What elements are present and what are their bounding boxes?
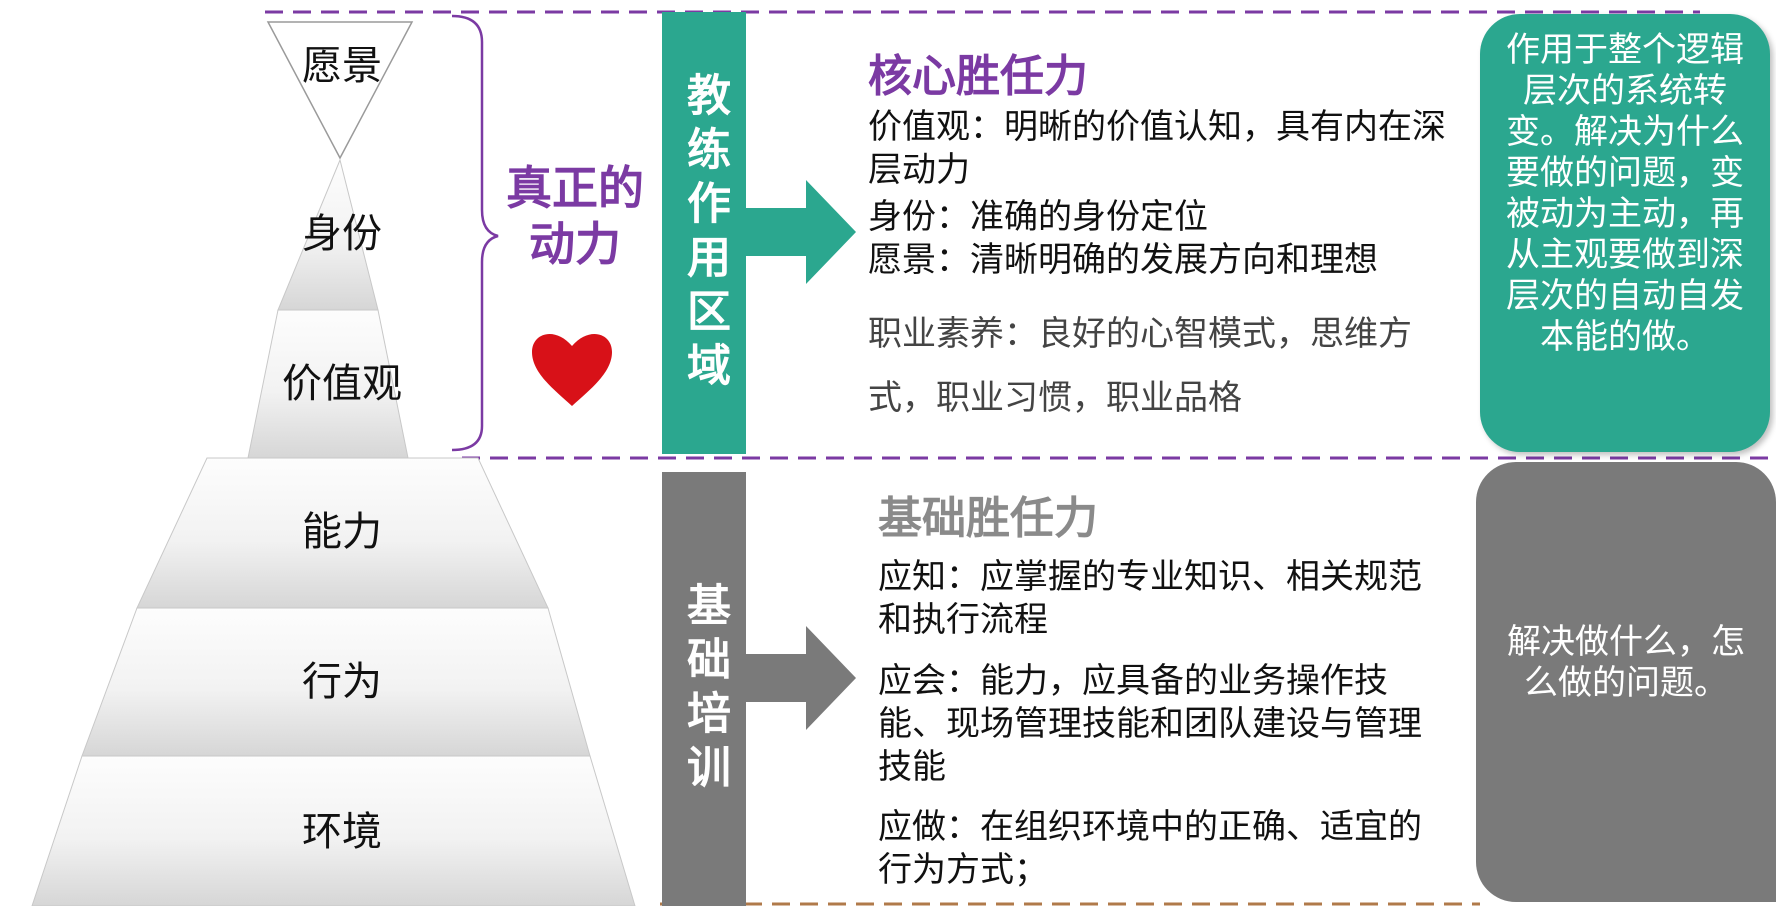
pyramid-label-values: 价值观: [282, 361, 402, 407]
core-professionalism-line: 职业素养：良好的心智模式，思维方式，职业习惯，职业品格: [868, 314, 1412, 418]
heart-icon: [532, 333, 612, 406]
pyramid-label-vision: 愿景: [302, 43, 382, 89]
lower-arrow: [746, 626, 856, 730]
pyramid-band-environment: [31, 755, 636, 906]
basic-competency-title: 基础胜任力: [878, 493, 1098, 544]
upper-arrow: [746, 180, 856, 284]
basic-training-band: [662, 472, 746, 906]
basic-conduct-line: 应做：在组织环境中的正确、适宜的行为方式；: [878, 807, 1422, 890]
pyramid-label-environment: 环境: [302, 809, 382, 855]
pyramid-label-identity: 身份: [302, 211, 382, 257]
basic-skills-line: 应会：能力，应具备的业务操作技能、现场管理技能和团队建设与管理技能: [878, 661, 1422, 787]
vision-inverted-triangle: [266, 21, 414, 160]
coaching-zone-band: [662, 12, 746, 454]
core-identity-line: 身份：准确的身份定位: [868, 197, 1208, 237]
basic-knowledge-line: 应知：应掌握的专业知识、相关规范和执行流程: [878, 557, 1422, 640]
true-motivation-label: 真正的动力: [506, 161, 644, 271]
motivation-bracket: [451, 14, 499, 452]
core-vision-line: 愿景：清晰明确的发展方向和理想: [868, 240, 1378, 280]
core-values-line: 价值观：明晰的价值认知，具有内在深层动力: [868, 107, 1446, 190]
basic-training-label: 基础培训: [679, 582, 730, 798]
coaching-zone-label: 教练作用区域: [679, 72, 730, 396]
pyramid-label-behavior: 行为: [302, 659, 382, 705]
lower-callout: 解决做什么，怎么做的问题。: [1476, 462, 1776, 902]
core-competency-title: 核心胜任力: [868, 51, 1088, 102]
upper-callout: 作用于整个逻辑层次的系统转变。解决为什么要做的问题，变被动为主动，再从主观要做到…: [1480, 14, 1770, 452]
pyramid-label-ability: 能力: [302, 509, 382, 555]
